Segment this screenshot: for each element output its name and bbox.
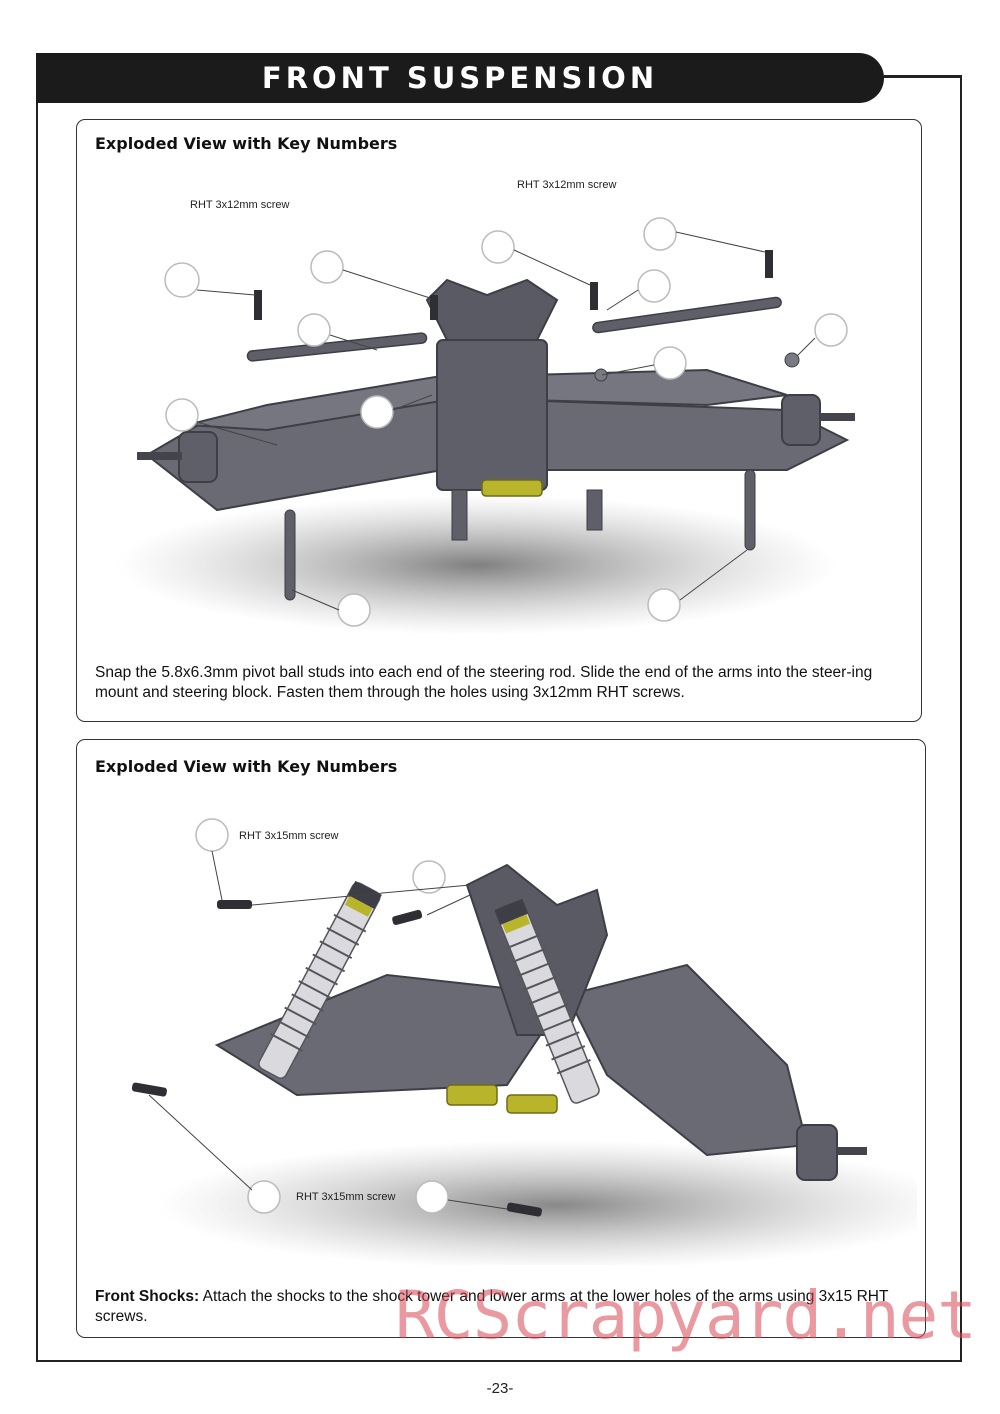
shocks-exploded-diagram: RHT 3x15mm screw RHT 3x15mm screw	[131, 818, 917, 1265]
title-bar: FRONT SUSPENSION	[36, 53, 884, 103]
key-number-callouts	[195, 818, 449, 1214]
key-number-callouts	[164, 217, 848, 627]
instruction-bold-lead: Front Shocks:	[95, 1288, 200, 1305]
ground-shadow	[117, 495, 837, 635]
title-divider	[884, 75, 962, 77]
leader-lines	[196, 231, 816, 611]
panel-instructions: Front Shocks: Attach the shocks to the s…	[95, 1287, 907, 1327]
screw-label: RHT 3x15mm screw	[239, 830, 338, 842]
ground-shadow	[157, 1140, 917, 1265]
screw-label: RHT 3x15mm screw	[296, 1191, 395, 1203]
screw-label: RHT 3x12mm screw	[517, 179, 616, 191]
steering-exploded-diagram: RHT 3x12mm screw RHT 3x12mm screw	[117, 179, 855, 635]
front-suspension-assembly	[131, 863, 867, 1217]
page-title: FRONT SUSPENSION	[261, 61, 659, 95]
watermark: RCScrapyard.net	[395, 1277, 977, 1354]
leader-lines	[148, 850, 508, 1210]
panel-steering-rod: Exploded View with Key Numbers	[76, 119, 922, 722]
panel-front-shocks: Exploded View with Key Numbers	[76, 739, 926, 1338]
screw-label: RHT 3x12mm screw	[190, 199, 289, 211]
page-number: -23-	[486, 1380, 514, 1397]
instruction-body: Attach the shocks to the shock tower and…	[95, 1288, 889, 1325]
panel-heading: Exploded View with Key Numbers	[95, 757, 398, 776]
panel-heading: Exploded View with Key Numbers	[95, 134, 398, 153]
panel-instructions: Snap the 5.8x6.3mm pivot ball studs into…	[95, 664, 873, 701]
